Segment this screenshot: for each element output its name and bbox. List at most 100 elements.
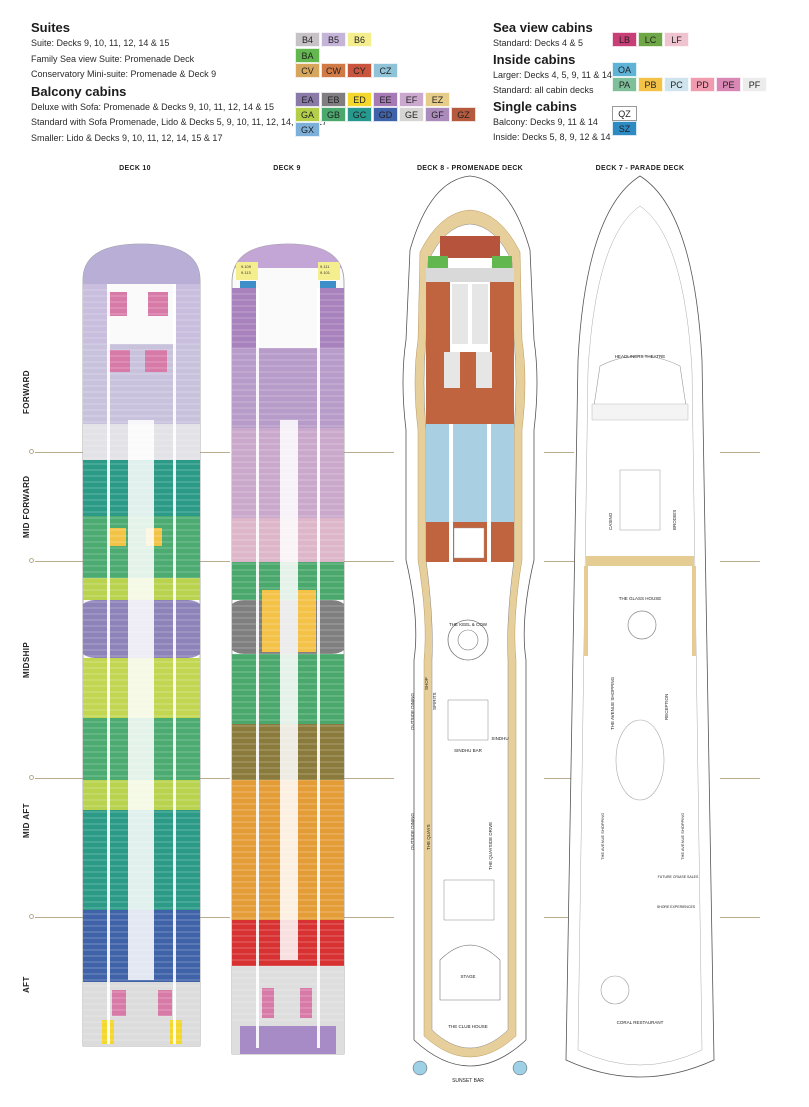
divider-line xyxy=(344,561,394,562)
deck-9-corridor-stbd xyxy=(317,288,320,1048)
deck-8-corridor xyxy=(449,424,453,562)
cabin-grade-chip: LF xyxy=(664,32,689,47)
cabin-grade-chip: EA xyxy=(295,92,320,107)
divider-line xyxy=(544,561,574,562)
cabin-grade-chip: CY xyxy=(347,63,372,78)
divider-line xyxy=(344,778,394,779)
avenue-shopping-aft-label: THE AVENUE SHOPPING xyxy=(680,813,685,860)
chips-single-row-1: QZ xyxy=(612,106,637,121)
reception-label: RECEPTION xyxy=(664,694,669,720)
divider-dot xyxy=(29,449,34,454)
cabin-grade-chip: CV xyxy=(295,63,320,78)
shore-experiences-label: SHORE EXPERIENCES xyxy=(657,905,696,909)
divider-line xyxy=(200,917,230,918)
deck-10-corridor-port xyxy=(107,284,110,1044)
legend-right: Sea view cabins Standard: Decks 4 & 5 In… xyxy=(493,20,613,146)
deck-9-stern-suites xyxy=(240,1026,336,1054)
cabin-grade-chip: PE xyxy=(716,77,741,92)
deck-9-plan: 9.109 9.113 9.111 9.101 xyxy=(231,243,345,1055)
cabin-grade-chip: GF xyxy=(425,107,450,122)
deck-8-midfwd-blue xyxy=(426,424,514,522)
deck-10-stern-pink xyxy=(112,990,126,1016)
deck-9-bow-suite xyxy=(318,262,340,280)
spirits-label: SPIRITS xyxy=(432,692,437,710)
deck-10-plan xyxy=(82,243,201,1047)
deck-10-forward-block xyxy=(83,344,200,424)
deck-10-pink-block xyxy=(145,350,167,372)
deck-8-fwd-port xyxy=(426,282,450,352)
deck-7-plan: HEADLINERS THEATRE THE GLASS HOUSE CORAL… xyxy=(565,175,715,1078)
balcony-line-2: Standard with Sofa Promenade, Lido & Dec… xyxy=(31,117,328,127)
deck-10-cabin-grid xyxy=(83,289,200,1041)
deck-8-corridor xyxy=(487,424,491,562)
divider-line xyxy=(720,561,760,562)
cabin-grade-chip: GZ xyxy=(451,107,476,122)
deck-10-pink-block xyxy=(108,350,130,372)
cabin-grade-chip: LB xyxy=(612,32,637,47)
divider-line xyxy=(35,452,83,453)
sunset-bar-label: SUNSET BAR xyxy=(452,1078,484,1084)
quayside-drive-label: THE QUAYSIDE DRIVE xyxy=(488,822,493,870)
cabin-grade-chip: PC xyxy=(664,77,689,92)
divider-line xyxy=(200,452,230,453)
divider-line xyxy=(344,452,394,453)
balcony-heading: Balcony cabins xyxy=(31,83,127,99)
cabin-grade-chip: B4 xyxy=(295,32,320,47)
shop-label: SHOP xyxy=(424,677,429,690)
cabin-grade-chip: CW xyxy=(321,63,346,78)
deck-9-single xyxy=(240,281,256,288)
deck-7-promenade-strip xyxy=(584,566,588,656)
deck-9-corridor-port xyxy=(256,288,259,1048)
deck-7-promenade-strip xyxy=(692,566,696,656)
deck-8-fwd-stbd xyxy=(490,282,514,352)
deck-8-forward xyxy=(426,352,514,424)
stage-label: STAGE xyxy=(461,974,476,979)
deck-9-single xyxy=(320,281,336,288)
deck-8-midfwd-stair xyxy=(453,527,485,559)
sea-view-line-1: Standard: Decks 4 & 5 xyxy=(493,38,584,48)
deck-9-yellow xyxy=(262,590,280,652)
cabin-grade-chip: EF xyxy=(399,92,424,107)
divider-line xyxy=(544,917,574,918)
divider-line xyxy=(200,561,230,562)
deck-9-bow-cabin-label: 9.111 xyxy=(320,264,330,269)
deck-8-hot-tub xyxy=(412,1060,428,1076)
deck-8-family-suite xyxy=(428,256,448,268)
cabin-grade-chip: SZ xyxy=(612,121,637,136)
deck-9-bow-cabin-label: 9.101 xyxy=(320,270,331,275)
cabin-grade-chip: B6 xyxy=(347,32,372,47)
quays-label: THE QUAYS xyxy=(426,824,431,850)
deck-8-hot-tub xyxy=(512,1060,528,1076)
divider-line xyxy=(544,778,574,779)
cabin-grade-chip: LC xyxy=(638,32,663,47)
deck-8-stage xyxy=(439,944,501,1001)
suites-line-2: Family Sea view Suite: Promenade Deck xyxy=(31,53,195,64)
single-line-2: Inside: Decks 5, 8, 9, 12 & 14 xyxy=(493,132,611,142)
cabin-grade-chip: EB xyxy=(321,92,346,107)
chips-balcony-row-3: GX xyxy=(295,122,320,137)
cabin-grade-chip: GX xyxy=(295,122,320,137)
deck-10-yellow xyxy=(110,528,126,546)
future-cruise-sales-label: FUTURE CRUISE SALES xyxy=(658,875,699,879)
chips-single-row-2: SZ xyxy=(612,121,637,136)
deck-7-promenade-strip xyxy=(586,556,694,566)
deck-9-bow-suite xyxy=(236,262,258,280)
deck-7-interior xyxy=(577,205,703,1066)
outside-dining-label: OUTSIDE DINING xyxy=(410,692,415,730)
avenue-shopping-label: THE AVENUE SHOPPING xyxy=(610,676,615,730)
deck-10-fwd-pink xyxy=(107,292,127,316)
divider-dot xyxy=(29,775,34,780)
deck-8-inside-fwd xyxy=(472,284,488,344)
avenue-shopping-aft-label: THE AVENUE SHOPPING xyxy=(600,813,605,860)
deck-9-stern-pink xyxy=(300,988,312,1018)
deck-8-inside-block xyxy=(476,352,492,388)
deck-8-title: DECK 8 - PROMENADE DECK xyxy=(416,165,524,172)
deck-7-title: DECK 7 - PARADE DECK xyxy=(595,165,685,172)
sea-view-heading: Sea view cabins xyxy=(493,20,593,35)
brodies-label: BRODIES xyxy=(672,510,677,530)
